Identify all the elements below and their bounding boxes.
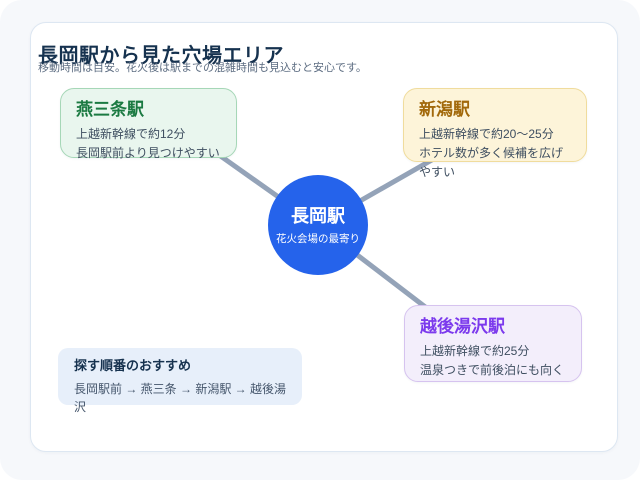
station-detail: 上越新幹線で約20〜25分 ホテル数が多く候補を広げやすい — [419, 125, 571, 182]
station-detail-line1: 上越新幹線で約20〜25分 — [419, 127, 554, 141]
station-name: 越後湯沢駅 — [420, 317, 505, 336]
page-subtitle: 移動時間は目安。花火後は駅までの混雑時間も見込むと安心です。 — [38, 62, 367, 74]
station-card-tsubamesanjo: 燕三条駅 上越新幹線で約12分 長岡駅前より見つけやすい — [60, 88, 237, 160]
station-name: 新潟駅 — [419, 100, 470, 119]
station-detail-line2: 長岡駅前より見つけやすい — [76, 146, 220, 160]
station-detail: 上越新幹線で約25分 温泉つきで前後泊にも向く — [420, 342, 566, 380]
station-card-niigata: 新潟駅 上越新幹線で約20〜25分 ホテル数が多く候補を広げやすい — [403, 88, 587, 179]
station-card-echigoyuzawa: 越後湯沢駅 上越新幹線で約25分 温泉つきで前後泊にも向く — [404, 305, 582, 382]
station-detail: 上越新幹線で約12分 長岡駅前より見つけやすい — [76, 125, 221, 163]
page-title: 長岡駅から見た穴場エリア — [38, 45, 284, 68]
center-node-sublabel: 花火会場の最寄り — [276, 232, 360, 245]
center-node-nagaoka-station: 長岡駅 花火会場の最寄り — [268, 175, 368, 275]
recommendation-order: 長岡駅前 → 燕三条 → 新潟駅 → 越後湯沢 — [74, 382, 287, 414]
recommendation-title: 探す順番のおすすめ — [74, 358, 192, 373]
station-detail-line2: 温泉つきで前後泊にも向く — [420, 363, 565, 377]
station-name: 燕三条駅 — [76, 100, 144, 119]
station-detail-line1: 上越新幹線で約12分 — [76, 127, 186, 141]
station-detail-line1: 上越新幹線で約25分 — [420, 344, 530, 358]
recommendation-card: 探す順番のおすすめ 長岡駅前 → 燕三条 → 新潟駅 → 越後湯沢 — [58, 348, 302, 414]
station-detail-line2: ホテル数が多く候補を広げやすい — [419, 146, 564, 179]
center-node-label: 長岡駅 — [291, 205, 345, 226]
